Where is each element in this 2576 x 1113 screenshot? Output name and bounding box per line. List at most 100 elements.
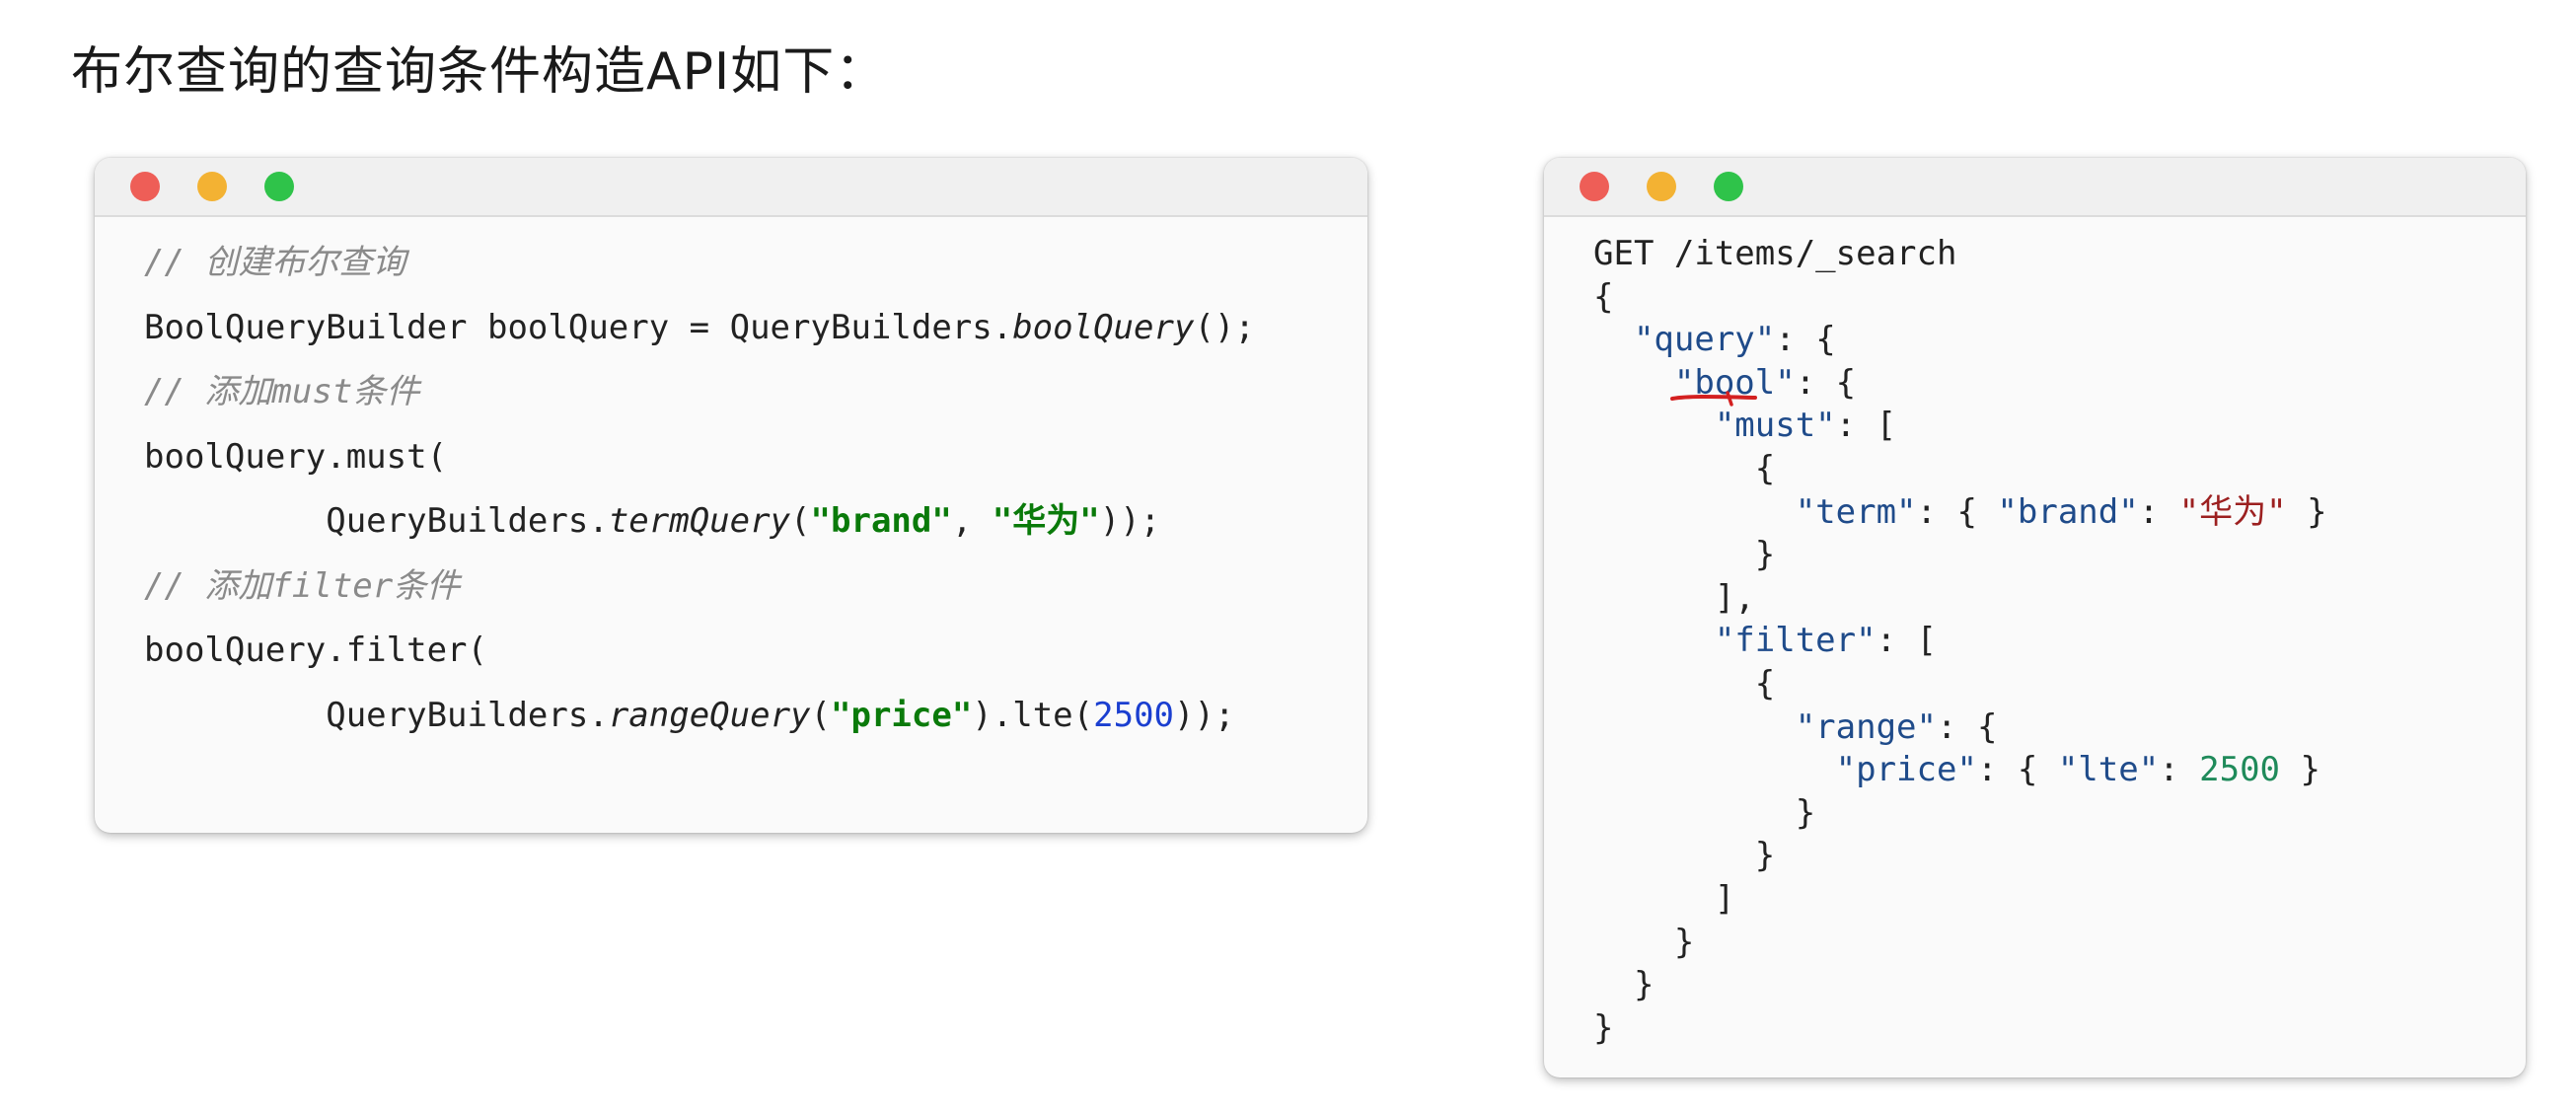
dsl-code-block: GET /items/_search{ "query": { "bool": {… — [1544, 217, 2526, 1050]
code-text: ( — [810, 695, 831, 735]
json-key: "query" — [1633, 320, 1776, 360]
code-text: } — [1593, 965, 1655, 1005]
code-text: { — [1593, 663, 1776, 704]
code-line: { — [1593, 663, 2526, 706]
code-text: : — [2159, 750, 2200, 790]
code-indent — [1593, 621, 1715, 660]
code-text: : — [2138, 491, 2179, 532]
code-text: : [ — [1835, 406, 1897, 446]
code-text: (); — [1194, 307, 1255, 347]
code-text: BoolQueryBuilder boolQuery = QueryBuilde… — [144, 307, 1013, 347]
code-line: "price": { "lte": 2500 } — [1593, 749, 2526, 792]
code-line: { — [1593, 448, 2526, 491]
json-key: "brand" — [1997, 491, 2139, 532]
code-text: } — [1593, 836, 1776, 876]
code-line: boolQuery.must( — [144, 425, 1367, 490]
code-text: )); — [1174, 695, 1235, 735]
code-text: boolQuery.filter( — [144, 631, 487, 670]
code-indent — [1593, 406, 1715, 445]
code-text: : { — [1916, 491, 1998, 532]
method-name: termQuery — [608, 501, 791, 541]
code-indent — [1593, 320, 1634, 359]
code-text: QueryBuilders. — [326, 695, 609, 735]
code-text: : { — [1795, 362, 1857, 403]
code-text: } — [2286, 491, 2327, 532]
code-line: boolQuery.filter( — [144, 619, 1367, 684]
json-key: "price" — [1835, 750, 1977, 790]
string-literal: "price" — [831, 695, 973, 735]
json-key: "range" — [1795, 706, 1937, 747]
code-text: } — [1593, 922, 1695, 962]
code-line: } — [1593, 964, 2526, 1007]
code-line: } — [1593, 835, 2526, 878]
number-literal: 2500 — [1093, 695, 1175, 735]
code-indent — [1593, 363, 1674, 403]
code-text: ).lte( — [972, 695, 1094, 735]
code-indent — [144, 696, 326, 735]
code-text: { — [1593, 448, 1776, 488]
code-text: ( — [790, 501, 811, 541]
code-text: } — [1593, 535, 1776, 575]
code-line: BoolQueryBuilder boolQuery = QueryBuilde… — [144, 296, 1367, 361]
code-indent — [1593, 707, 1796, 747]
code-line: "bool": { — [1593, 362, 2526, 408]
close-window-dot-icon[interactable] — [130, 172, 160, 201]
json-key: "bool" — [1673, 362, 1796, 403]
code-line: QueryBuilders.rangeQuery("price").lte(25… — [144, 684, 1367, 749]
code-text: QueryBuilders. — [326, 501, 609, 541]
code-comment: // 创建布尔查询 — [144, 243, 406, 282]
code-line: // 添加must条件 — [144, 360, 1367, 425]
code-line: } — [1593, 792, 2526, 836]
minimize-window-dot-icon[interactable] — [197, 172, 227, 201]
json-key: "must" — [1714, 406, 1836, 446]
minimize-window-dot-icon[interactable] — [1647, 172, 1676, 201]
dsl-code-window: GET /items/_search{ "query": { "bool": {… — [1544, 158, 2526, 1077]
maximize-window-dot-icon[interactable] — [1714, 172, 1743, 201]
window-titlebar — [1544, 158, 2526, 217]
string-literal: "华为" — [992, 501, 1100, 541]
code-text: } — [2280, 750, 2320, 790]
code-line: { — [1593, 276, 2526, 320]
code-line: "term": { "brand": "华为" } — [1593, 491, 2526, 535]
json-key: "term" — [1795, 491, 1917, 532]
code-line: } — [1593, 1007, 2526, 1051]
code-comment: // 添加must条件 — [144, 372, 420, 411]
json-key: "filter" — [1714, 621, 1877, 661]
code-text: } — [1593, 792, 1816, 833]
code-line: // 添加filter条件 — [144, 555, 1367, 620]
string-literal: "brand" — [810, 501, 952, 541]
code-line: QueryBuilders.termQuery("brand", "华为")); — [144, 489, 1367, 555]
code-line: } — [1593, 922, 2526, 965]
code-text: : { — [1976, 750, 2058, 790]
code-text: : { — [1937, 706, 1998, 747]
code-indent — [1593, 750, 1836, 789]
code-indent — [1593, 492, 1796, 532]
java-code-window: // 创建布尔查询 BoolQueryBuilder boolQuery = Qu… — [95, 158, 1367, 833]
close-window-dot-icon[interactable] — [1580, 172, 1609, 201]
code-text: , — [951, 501, 993, 541]
code-comment: // 添加filter条件 — [144, 565, 461, 606]
code-text: : [ — [1876, 621, 1938, 661]
code-text: : { — [1775, 320, 1836, 360]
request-line: GET /items/_search — [1593, 234, 1957, 273]
code-line: "must": [ — [1593, 405, 2526, 448]
code-indent — [144, 501, 326, 541]
java-code-block: // 创建布尔查询 BoolQueryBuilder boolQuery = Qu… — [95, 217, 1367, 748]
code-line: ] — [1593, 878, 2526, 922]
code-text: ], — [1593, 577, 1755, 618]
method-name: boolQuery — [1012, 307, 1195, 347]
page-title: 布尔查询的查询条件构造API如下： — [71, 42, 888, 102]
code-line: "query": { — [1593, 319, 2526, 362]
code-text: { — [1593, 276, 1614, 317]
code-text: ] — [1593, 878, 1735, 919]
code-line: ], — [1593, 577, 2526, 621]
bool-key-annotated: "bool" — [1669, 362, 1796, 408]
code-line: // 创建布尔查询 — [144, 231, 1367, 296]
maximize-window-dot-icon[interactable] — [264, 172, 294, 201]
window-titlebar — [95, 158, 1367, 217]
json-string-value: "华为" — [2178, 491, 2287, 532]
method-name: rangeQuery — [608, 695, 811, 735]
code-text: } — [1593, 1007, 1614, 1048]
code-text: )); — [1099, 501, 1161, 541]
code-text: boolQuery.must( — [144, 436, 448, 477]
